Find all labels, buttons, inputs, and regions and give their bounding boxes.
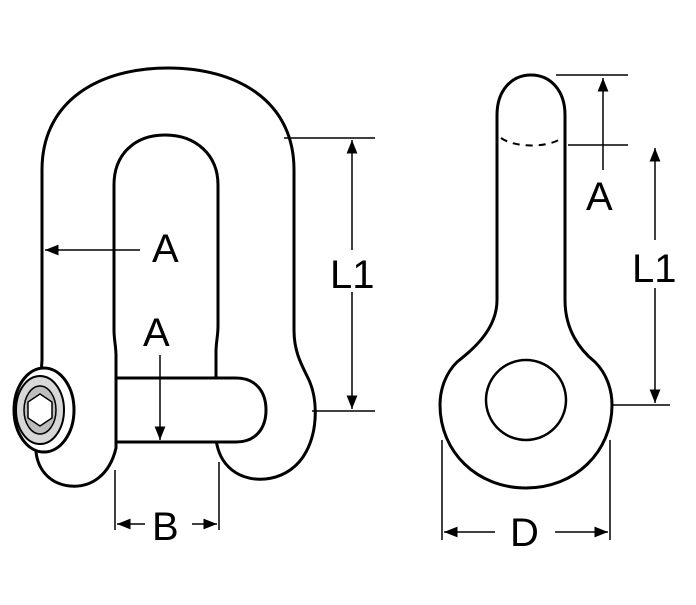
label-d: D bbox=[510, 511, 539, 555]
label-l1-front: L1 bbox=[330, 253, 375, 297]
pin-shaft bbox=[114, 376, 268, 444]
label-l1-side: L1 bbox=[632, 247, 677, 291]
pin-head bbox=[12, 366, 76, 454]
side-pin-hole bbox=[484, 358, 568, 442]
side-view: A L1 D bbox=[438, 73, 677, 555]
label-a-side: A bbox=[586, 175, 613, 219]
label-a-outer: A bbox=[152, 227, 179, 271]
front-view: A A L1 B bbox=[12, 66, 375, 549]
side-body bbox=[438, 73, 614, 490]
side-cap-dash bbox=[500, 137, 563, 147]
label-b: B bbox=[152, 505, 179, 549]
label-a-pin: A bbox=[143, 311, 170, 355]
